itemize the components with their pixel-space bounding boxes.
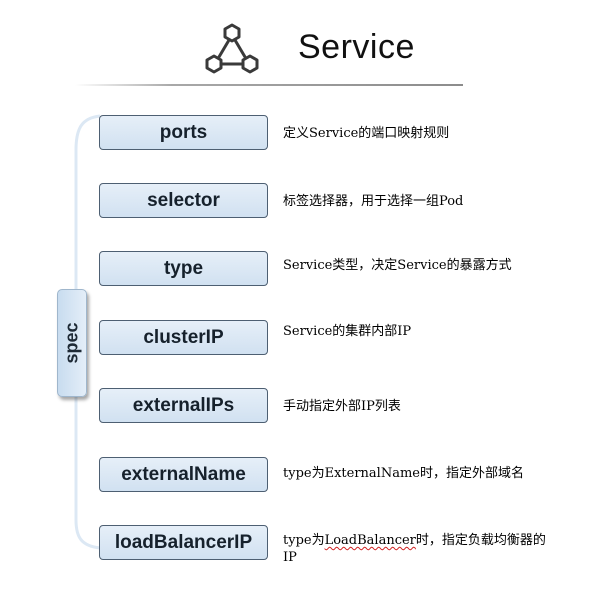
field-label-ports: ports: [159, 121, 208, 143]
field-box-selector: selector: [99, 183, 268, 218]
desc-suffix: 时，指定负载均衡器的IP: [283, 533, 546, 565]
network-triangle-icon: [205, 23, 259, 74]
field-description-clusterip: Service的集群内部IP: [283, 324, 412, 339]
field-box-ports: ports: [99, 115, 268, 150]
field-label-clusterip: clusterIP: [143, 326, 224, 348]
title-divider: [75, 84, 463, 86]
field-label-selector: selector: [147, 189, 220, 211]
desc-prefix: type为: [283, 533, 325, 548]
field-description-ports: 定义Service的端口映射规则: [283, 126, 450, 141]
spec-label: spec: [61, 322, 82, 364]
field-description-type: Service类型，决定Service的暴露方式: [283, 258, 512, 273]
spell-underlined-word: LoadBalancer: [324, 533, 416, 548]
field-label-externalips: externalIPs: [132, 394, 235, 416]
field-box-clusterip: clusterIP: [99, 320, 268, 355]
field-description-selector: 标签选择器，用于选择一组Pod: [283, 194, 464, 209]
field-box-type: type: [99, 251, 268, 286]
field-box-externalips: externalIPs: [99, 388, 268, 423]
field-box-loadbalancerip: loadBalancerIP: [99, 525, 268, 560]
field-label-type: type: [163, 257, 204, 279]
field-description-externalname: type为ExternalName时，指定外部域名: [283, 466, 524, 481]
spec-tab: spec: [57, 289, 87, 397]
field-label-loadbalancerip: loadBalancerIP: [114, 531, 253, 553]
field-label-externalname: externalName: [121, 463, 246, 485]
field-box-externalname: externalName: [99, 457, 268, 492]
field-description-loadbalancerip: type为LoadBalancer时，指定负载均衡器的IP: [283, 532, 553, 566]
page-title: Service: [298, 28, 415, 66]
field-description-externalips: 手动指定外部IP列表: [283, 399, 401, 414]
